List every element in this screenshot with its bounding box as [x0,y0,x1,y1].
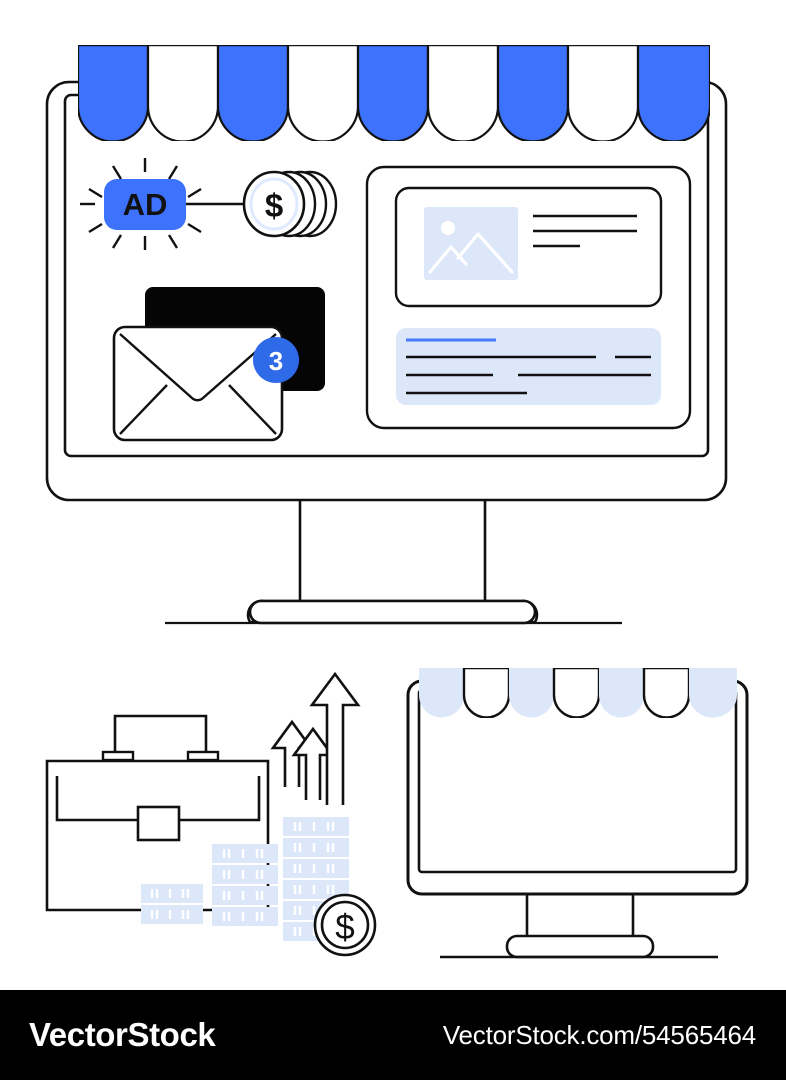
money-bill-ticks [293,822,335,936]
bottom-monitor-base [505,934,655,959]
awning-scallop [286,45,360,141]
awning-scallop [636,45,710,141]
coin-dollar-symbol: $ [265,187,283,224]
monitor-neck [298,500,487,601]
money-bill-ticks [222,849,264,921]
vectorstock-url-label: VectorStock.com/54565464 [442,1019,756,1050]
money-bill [283,859,349,878]
awning-scallop [356,45,430,141]
ad-badge[interactable] [104,179,186,230]
envelope-flap [119,333,277,402]
media-text-lines [533,214,637,248]
ad-badge-rays [80,158,202,250]
mail-count-badge[interactable] [253,337,299,383]
mail-count-label: 3 [269,346,283,376]
briefcase-growth-group: $ [45,671,377,957]
money-bill-ticks [150,889,190,919]
growth-arrow-medium [291,726,335,800]
bottom-awning-scallop [509,668,554,718]
envelope-fold-right [228,384,277,435]
coin-inner-ring [249,177,299,231]
money-bill [212,907,278,926]
money-bill [283,817,349,836]
bottom-awning-scallop [419,668,464,718]
money-stack-medium [212,844,278,926]
briefcase-clasp [136,805,181,842]
dollar-coin-inner [320,900,370,950]
content-card-group[interactable] [365,165,692,430]
money-bill [212,844,278,863]
bottom-awning-scallop [599,668,644,718]
coin-front [242,170,306,238]
bottom-storefront-awning [419,668,737,718]
envelope-body[interactable] [112,325,284,442]
bottom-monitor-group [406,668,749,959]
awning-scallop [216,45,290,141]
money-bill [141,884,203,903]
awning-scallop [496,45,570,141]
mail-group[interactable]: 3 [112,287,325,442]
highlight-text-lines [406,355,651,395]
envelope-fold-left [119,384,168,435]
briefcase-handle-foot-right [186,750,220,762]
bottom-monitor-neck [525,894,635,936]
placeholder-sun-icon [441,221,455,235]
highlight-block [396,328,661,405]
money-bill [212,865,278,884]
ad-badge-label: AD [123,187,168,222]
awning-scallop [566,45,640,141]
vectorstock-brand-label: VectorStock [29,1016,216,1053]
growth-arrows [270,671,361,805]
bottom-awning-scallop [642,668,691,718]
bottom-awning-scallop [689,668,737,718]
money-bill [283,880,349,899]
growth-arrow-large [309,671,361,805]
briefcase-handle [113,714,208,757]
coin-stack-group: $ [242,170,338,238]
awning-scallop [426,45,500,141]
ad-badge-group[interactable]: AD [80,158,243,250]
monitor-base-block [248,599,537,625]
awning-scallop [78,45,150,141]
briefcase-handle-foot-left [101,750,135,762]
money-bill [212,886,278,905]
storefront-awning [78,45,710,141]
vector-illustration: AD $ 3 [45,45,749,959]
dollar-coin-symbol: $ [335,908,354,947]
awning-scallop [146,45,220,141]
placeholder-mountain-icon [428,232,514,274]
bottom-awning-scallop [462,668,511,718]
dollar-coin-group: $ [313,893,377,957]
money-bill [141,905,203,924]
money-stack-short [141,884,203,924]
watermark-footer: VectorStock VectorStock.com/54565464 [0,990,786,1080]
top-monitor-group: AD $ 3 [45,45,728,625]
bottom-awning-scallop [552,668,601,718]
money-bill [283,838,349,857]
